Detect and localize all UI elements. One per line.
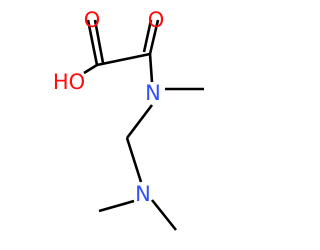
bond-carbon-carbon [96,52,151,67]
bond-amine-methyl-right [150,199,178,231]
amine-nitrogen-label: N [135,182,151,206]
bond-amide-co-inner [142,19,153,53]
amide-carbonyl-oxygen-label: O [148,8,165,32]
amide-nitrogen-label: N [145,81,161,105]
bond-acid-oh [83,63,98,75]
atom-labels: HO O O N N [53,8,164,206]
bond-acid-co-inner [93,19,105,64]
bond-amide-co-outer [148,19,160,55]
bond-ethyl-chain [125,137,143,183]
hydroxyl-label: HO [53,70,85,94]
bonds [83,19,204,231]
bond-acid-co-outer [86,19,99,66]
bond-n-ethyl [125,104,154,139]
acid-carbonyl-oxygen-label: O [84,8,101,32]
bond-carbonyl-n [148,53,154,83]
bond-amine-methyl-left [98,199,135,213]
chemical-structure: HO O O N N [53,8,204,231]
